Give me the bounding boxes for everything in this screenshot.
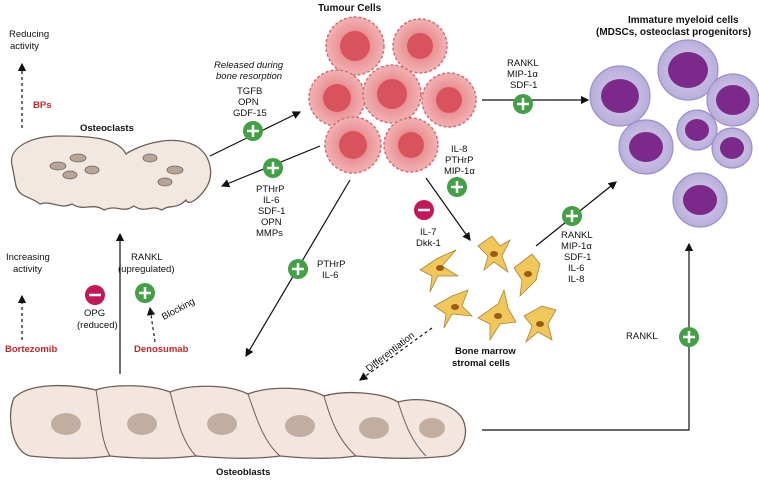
osteoblasts-shape: [9, 384, 467, 459]
factor-rankl: RANKL: [507, 58, 539, 69]
arrow-differentiation: [359, 327, 433, 381]
factor-il8: IL-8: [451, 144, 468, 155]
tumour-cell: [362, 64, 422, 124]
reducing-label-1: Reducing: [9, 29, 50, 40]
arrow-tumour-to-stromal: [425, 177, 471, 241]
plus-icon: [447, 177, 467, 197]
plus-icon: [243, 121, 263, 141]
factor-il7: IL-7: [420, 227, 437, 238]
denosumab-label: Denosumab: [134, 344, 189, 355]
bps-label: BPs: [33, 100, 52, 111]
myeloid-cell: [589, 65, 651, 127]
tumour-cell: [324, 116, 382, 174]
factor-il6: IL-6: [568, 263, 585, 274]
plus-icon: [135, 283, 155, 303]
factor-tgfb: TGFB: [237, 86, 263, 97]
myeloid-cell: [711, 127, 753, 169]
tumour-cells: [308, 16, 477, 174]
factor-pthrp: PTHrP: [317, 259, 346, 270]
minus-icon: [414, 200, 434, 220]
tumour-cells-title: Tumour Cells: [318, 3, 382, 14]
bortezomib-label: Bortezomib: [5, 344, 58, 355]
osteoclasts-label: Osteoclasts: [80, 123, 134, 134]
myeloid-cells: [589, 39, 759, 228]
factor-rankl: RANKL: [561, 230, 593, 241]
increasing-label-1: Increasing: [6, 252, 50, 263]
factor-dkk1: Dkk-1: [416, 238, 441, 249]
minus-icon: [85, 285, 105, 305]
osteoclasts-shape: [10, 135, 212, 211]
plus-icon: [562, 206, 582, 226]
tumour-cell: [421, 72, 477, 128]
factor-il8: IL-8: [568, 274, 585, 285]
factor-sdf1: SDF-1: [564, 252, 592, 263]
reducing-label-2: activity: [10, 41, 40, 52]
tumour-cell: [392, 18, 448, 74]
rankl-upregulated: (upregulated): [118, 264, 175, 275]
stromal-cells: [419, 235, 557, 344]
factor-mip1a: MIP-1α: [444, 166, 475, 177]
myeloid-subtitle: (MDSCs, osteoclast progenitors): [596, 27, 752, 38]
arrows: [17, 62, 694, 431]
myeloid-cell: [657, 39, 719, 101]
factor-il6: IL-6: [322, 270, 339, 281]
factor-sdf1: SDF-1: [258, 206, 286, 217]
factor-pthrp: PTHrP: [256, 184, 285, 195]
released-note-1: Released during: [214, 60, 284, 71]
factor-rankl: RANKL: [626, 331, 658, 342]
factor-opn: OPN: [261, 217, 282, 228]
plus-icon: [263, 158, 283, 178]
factor-gdf15: GDF-15: [233, 108, 267, 119]
rankl-label: RANKL: [131, 252, 163, 263]
myeloid-cell: [676, 109, 718, 151]
myeloid-cell: [706, 73, 759, 127]
opg-reduced: (reduced): [77, 320, 118, 331]
osteoblasts-label: Osteoblasts: [216, 467, 271, 478]
myeloid-cell: [618, 119, 674, 175]
factor-opn: OPN: [238, 97, 259, 108]
released-note-2: bone resorption: [216, 71, 283, 82]
factor-mmps: MMPs: [256, 228, 283, 239]
plus-icon: [679, 327, 699, 347]
plus-icon: [288, 259, 308, 279]
myeloid-title: Immature myeloid cells: [628, 15, 739, 26]
factor-pthrp: PTHrP: [445, 155, 474, 166]
factor-sdf1: SDF-1: [510, 80, 538, 91]
increasing-label-2: activity: [13, 264, 43, 275]
factor-mip1a: MIP-1α: [507, 69, 538, 80]
stromal-label-2: stromal cells: [452, 358, 511, 369]
stromal-label-1: Bone marrow: [455, 346, 516, 357]
myeloid-cell: [672, 172, 728, 228]
factor-il6: IL-6: [263, 195, 280, 206]
arrow-osteoblast-to-myeloid: [482, 242, 694, 431]
plus-icon: [513, 94, 533, 114]
tumour-cell: [383, 117, 439, 173]
arrow-blocking: [146, 306, 156, 343]
factor-mip1a: MIP-1α: [561, 241, 592, 252]
tumour-cell: [325, 16, 385, 76]
opg-label: OPG: [84, 308, 106, 319]
